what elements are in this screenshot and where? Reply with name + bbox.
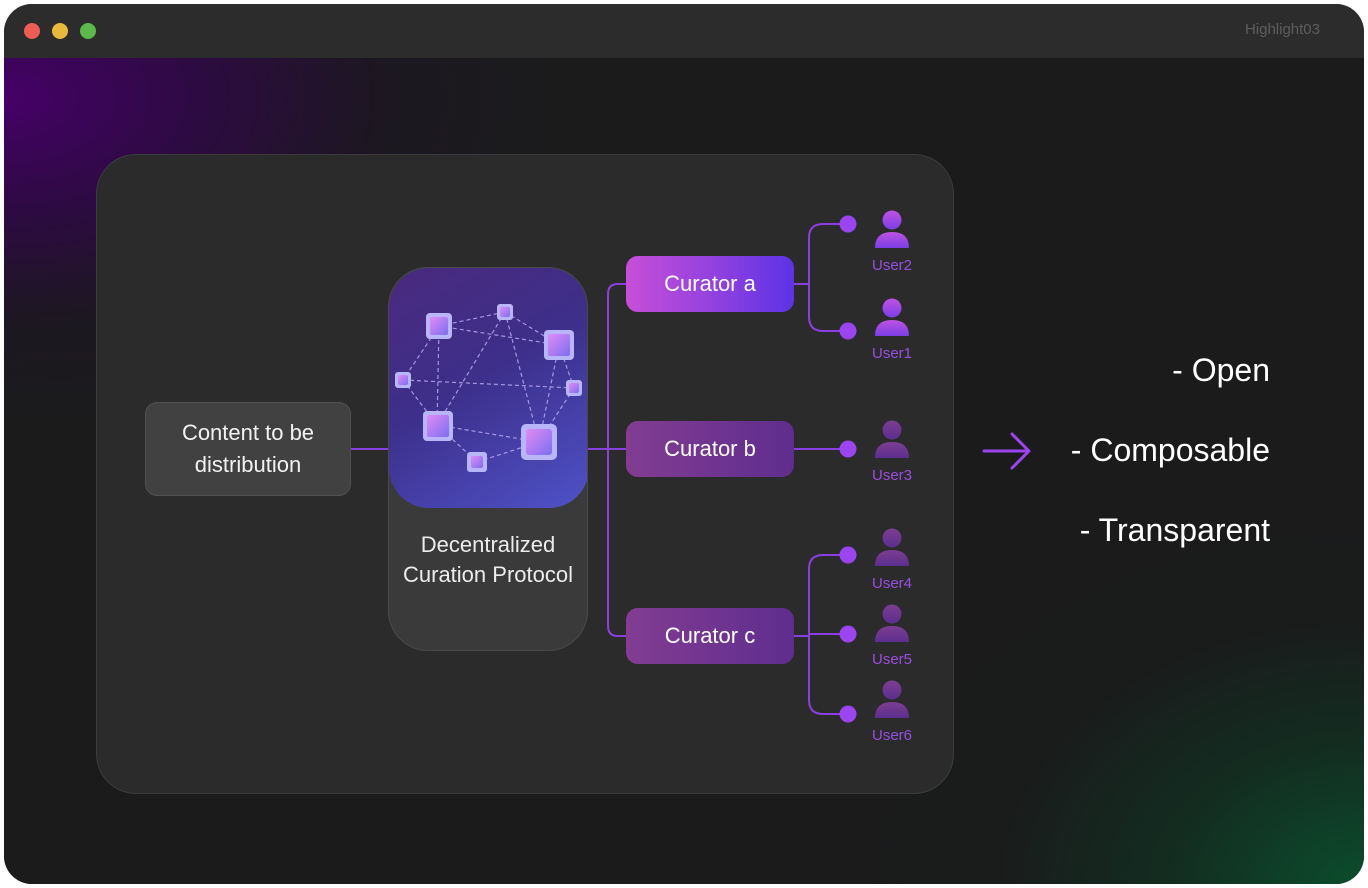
user-icon bbox=[875, 528, 909, 566]
maximize-window-button[interactable] bbox=[80, 23, 96, 39]
user-icon bbox=[875, 210, 909, 248]
network-node-icon bbox=[395, 372, 411, 388]
user5-label: User5 bbox=[871, 651, 912, 668]
feature-transparent: - Transparent bbox=[1079, 512, 1270, 548]
slide-canvas: Content to be distribution bbox=[4, 58, 1364, 884]
app-window: Highlight03 bbox=[4, 4, 1364, 884]
network-graph-icon bbox=[395, 304, 582, 472]
network-node-icon bbox=[426, 313, 452, 339]
network-node-icon bbox=[467, 452, 487, 472]
arrow-right-icon bbox=[982, 432, 1031, 470]
curator-c-label: Curator c bbox=[664, 623, 756, 648]
curator-c-node: Curator c bbox=[626, 608, 794, 664]
feature-composable: - Composable bbox=[1070, 432, 1270, 468]
user-icon bbox=[875, 680, 909, 718]
connector-curator-c-user4 bbox=[794, 554, 848, 637]
user1-label: User1 bbox=[871, 345, 912, 362]
title-bar: Highlight03 bbox=[4, 4, 1364, 58]
connector-curator-a-user1 bbox=[808, 284, 848, 332]
connector-curator-a-user2 bbox=[794, 223, 848, 285]
user-icon bbox=[875, 604, 909, 642]
user2-label: User2 bbox=[871, 257, 912, 274]
user5-node: User5 bbox=[862, 604, 922, 668]
content-source-box: Content to be distribution bbox=[145, 402, 351, 496]
user-icon bbox=[875, 298, 909, 336]
content-source-label: Content to be distribution bbox=[181, 420, 315, 477]
curator-b-label: Curator b bbox=[664, 436, 756, 461]
connector-curator-bus bbox=[607, 283, 626, 637]
user6-label: User6 bbox=[871, 727, 912, 744]
network-node-icon bbox=[566, 380, 582, 396]
protocol-network-graphic bbox=[389, 268, 587, 508]
user3-node: User3 bbox=[862, 420, 922, 484]
network-node-icon bbox=[423, 411, 453, 441]
user1-node: User1 bbox=[862, 298, 922, 362]
curator-b-node: Curator b bbox=[626, 421, 794, 477]
user4-label: User4 bbox=[871, 575, 912, 592]
window-title: Highlight03 bbox=[1244, 21, 1320, 38]
curator-a-label: Curator a bbox=[664, 271, 756, 296]
connector-curator-c-user6 bbox=[808, 636, 848, 715]
connector-lines bbox=[350, 215, 1031, 723]
network-node-icon bbox=[521, 424, 557, 460]
feature-open: - Open bbox=[1172, 352, 1270, 388]
node-user6 bbox=[839, 705, 857, 723]
protocol-card: Decentralized Curation Protocol bbox=[388, 267, 588, 651]
user6-node: User6 bbox=[862, 680, 922, 744]
network-node-icon bbox=[497, 304, 513, 320]
network-node-icon bbox=[544, 330, 574, 360]
user-icon bbox=[875, 420, 909, 458]
node-user5 bbox=[839, 625, 857, 643]
protocol-label: Decentralized Curation Protocol bbox=[403, 532, 573, 587]
node-user3 bbox=[839, 440, 857, 458]
node-user1 bbox=[839, 322, 857, 340]
node-user2 bbox=[839, 215, 857, 233]
user3-label: User3 bbox=[871, 467, 912, 484]
user4-node: User4 bbox=[862, 528, 922, 592]
node-user4 bbox=[839, 546, 857, 564]
minimize-window-button[interactable] bbox=[52, 23, 68, 39]
close-window-button[interactable] bbox=[24, 23, 40, 39]
curator-a-node: Curator a bbox=[626, 256, 794, 312]
user2-node: User2 bbox=[862, 210, 922, 274]
